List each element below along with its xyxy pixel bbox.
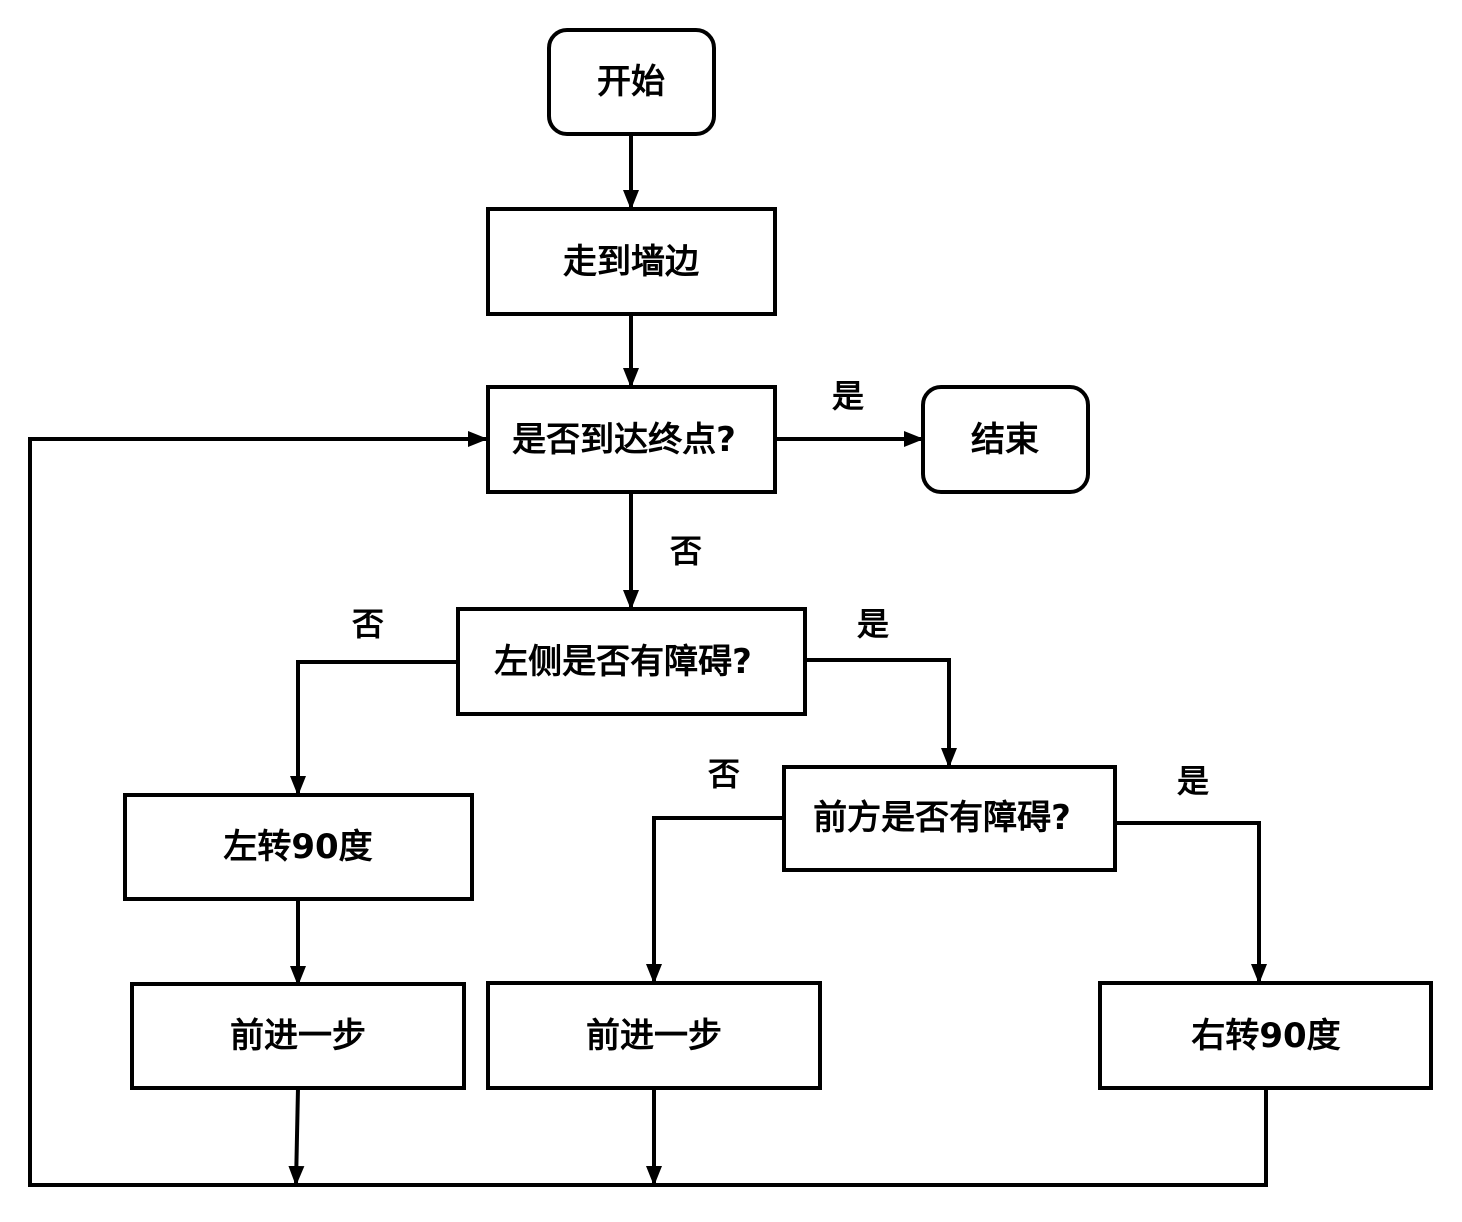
left-obstacle-label: 左侧是否有障碍? bbox=[494, 642, 752, 682]
label-left-yes: 是 bbox=[857, 605, 889, 643]
forward-middle-box bbox=[486, 981, 822, 1090]
node-reached-end: 是否到达终点? bbox=[486, 385, 777, 494]
edge-left-check-to-turn-left bbox=[290, 660, 458, 796]
label-front-no: 否 bbox=[708, 755, 740, 793]
reached-end-label: 是否到达终点? bbox=[512, 420, 736, 460]
edge-front-check-to-turn-right bbox=[1115, 821, 1267, 984]
node-forward-left: 前进一步 bbox=[130, 982, 466, 1090]
end-terminal bbox=[921, 385, 1090, 494]
turn-left-label: 左转90度 bbox=[223, 827, 372, 867]
turn-right-box bbox=[1098, 981, 1433, 1090]
label-left-no: 否 bbox=[352, 605, 384, 643]
node-turn-left: 左转90度 bbox=[123, 793, 474, 901]
front-obstacle-box bbox=[782, 765, 1117, 872]
start-terminal bbox=[547, 28, 716, 136]
node-end: 结束 bbox=[921, 385, 1090, 494]
node-walk-to-wall: 走到墙边 bbox=[486, 207, 777, 316]
turn-left-box bbox=[123, 793, 474, 901]
front-obstacle-label: 前方是否有障碍? bbox=[813, 798, 1071, 838]
end-label: 结束 bbox=[971, 420, 1039, 460]
walk-to-wall-label: 走到墙边 bbox=[563, 242, 699, 282]
left-obstacle-box bbox=[456, 607, 807, 716]
forward-left-box bbox=[130, 982, 466, 1090]
reached-end-box bbox=[486, 385, 777, 494]
walk-to-wall-box bbox=[486, 207, 777, 316]
edge-forward-left-to-loop bbox=[288, 1087, 305, 1186]
edge-front-check-to-forward bbox=[646, 816, 784, 984]
node-forward-middle: 前进一步 bbox=[486, 981, 822, 1090]
label-end-no: 否 bbox=[670, 532, 702, 570]
edges bbox=[28, 134, 1268, 1187]
forward-left-label: 前进一步 bbox=[230, 1016, 366, 1056]
edge-left-check-to-front-check bbox=[805, 658, 957, 768]
node-turn-right: 右转90度 bbox=[1098, 981, 1433, 1090]
forward-middle-label: 前进一步 bbox=[586, 1016, 722, 1056]
turn-right-label: 右转90度 bbox=[1191, 1016, 1340, 1056]
node-front-obstacle: 前方是否有障碍? bbox=[782, 765, 1117, 872]
start-label: 开始 bbox=[597, 62, 665, 102]
edge-labels: 是 否 否 是 否 是 bbox=[352, 377, 1209, 800]
node-left-obstacle: 左侧是否有障碍? bbox=[456, 607, 807, 716]
edge-loop-back bbox=[28, 431, 1268, 1187]
label-end-yes: 是 bbox=[832, 377, 864, 415]
node-start: 开始 bbox=[547, 28, 716, 136]
label-front-yes: 是 bbox=[1177, 762, 1209, 800]
